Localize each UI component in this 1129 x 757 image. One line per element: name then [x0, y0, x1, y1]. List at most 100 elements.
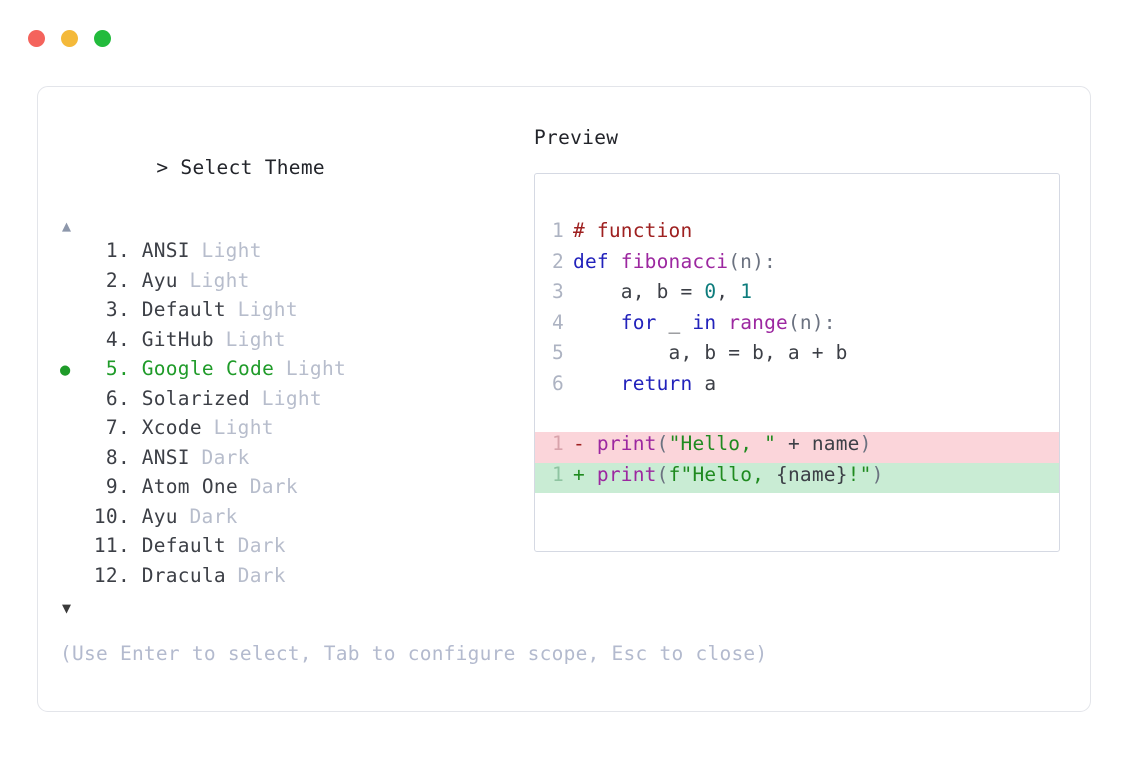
- code-line: 1 # function: [535, 219, 1059, 250]
- theme-variant: Dark: [237, 563, 286, 587]
- code-token: (n):: [787, 310, 836, 334]
- theme-variant: Light: [189, 268, 250, 292]
- code-token: ): [871, 462, 884, 486]
- prompt-title: Select Theme: [180, 156, 325, 179]
- diff-line-add: 1+ print(f"Hello, {name}!"): [535, 462, 1059, 493]
- code-token: # function: [573, 219, 693, 242]
- code-token: a: [692, 371, 717, 395]
- code-line-text: def fibonacci(n):: [573, 250, 1059, 273]
- preview-label: Preview: [534, 126, 619, 149]
- theme-name: Google Code: [141, 357, 275, 380]
- code-token: return: [620, 371, 693, 395]
- theme-index: 11.: [93, 534, 130, 557]
- line-number: 1: [552, 219, 564, 242]
- theme-name: Dracula: [141, 563, 226, 587]
- theme-index: 4.: [105, 327, 130, 351]
- theme-variant: Light: [225, 327, 286, 351]
- line-number: 4: [552, 310, 564, 334]
- code-token: in: [692, 310, 717, 334]
- code-token: print: [596, 432, 657, 455]
- theme-list-item[interactable]: 11. Default Dark: [60, 534, 530, 564]
- theme-index: 3.: [105, 298, 130, 321]
- close-button[interactable]: [28, 30, 45, 47]
- theme-variant: Light: [201, 239, 262, 262]
- code-token: for: [620, 310, 657, 334]
- code-token: a, b =: [573, 280, 705, 303]
- code-token: ,: [716, 280, 741, 303]
- code-token: print: [596, 462, 657, 486]
- theme-name: Xcode: [141, 416, 202, 439]
- code-token: [573, 372, 621, 395]
- code-line-text: # function: [573, 219, 1059, 242]
- window-controls: [28, 30, 111, 47]
- line-number: 1: [552, 432, 564, 455]
- theme-index: 8.: [105, 445, 130, 469]
- code-token: 1: [740, 280, 753, 303]
- theme-list-item[interactable]: ● 5. Google Code Light: [60, 357, 530, 387]
- code-token: (n):: [728, 249, 776, 273]
- theme-index: 6.: [105, 386, 130, 410]
- theme-name: Solarized: [141, 386, 251, 410]
- code-line: 5 a, b = b, a + b: [535, 341, 1059, 372]
- theme-name: ANSI: [141, 239, 190, 262]
- theme-variant: Dark: [237, 534, 286, 557]
- theme-name: GitHub: [141, 327, 214, 351]
- scroll-up-icon[interactable]: ▲: [62, 217, 72, 235]
- theme-index: 10.: [93, 504, 130, 528]
- code-line: 2 def fibonacci(n):: [535, 250, 1059, 281]
- code-token: [716, 311, 728, 334]
- theme-variant: Dark: [201, 445, 250, 469]
- code-line-text: for _ in range(n):: [573, 311, 1059, 334]
- minimize-button[interactable]: [61, 30, 78, 47]
- theme-list-item[interactable]: 7. Xcode Light: [60, 416, 530, 446]
- code-token: _: [656, 310, 693, 334]
- diff-marker: +: [573, 462, 585, 486]
- maximize-button[interactable]: [94, 30, 111, 47]
- code-line-text: return a: [573, 372, 1059, 395]
- theme-index: 7.: [105, 416, 130, 439]
- code-token: {name}: [776, 462, 848, 486]
- theme-list-item[interactable]: 4. GitHub Light: [60, 328, 530, 358]
- code-token: + name: [776, 432, 860, 455]
- code-token: a, b = b, a + b: [573, 341, 848, 364]
- theme-name: ANSI: [141, 445, 190, 469]
- diff-line-text: - print("Hello, " + name): [573, 432, 1059, 455]
- code-line: 3 a, b = 0, 1: [535, 280, 1059, 311]
- line-number: 5: [552, 341, 564, 364]
- theme-name: Default: [141, 534, 226, 557]
- theme-list-item[interactable]: 8. ANSI Dark: [60, 446, 530, 476]
- code-token: (: [656, 462, 669, 486]
- theme-variant: Light: [237, 298, 298, 321]
- line-number: 2: [552, 249, 564, 273]
- page-title: > Select Theme: [60, 123, 530, 213]
- theme-variant: Light: [285, 357, 347, 380]
- code-token: 0: [704, 280, 717, 303]
- code-token: def: [573, 249, 621, 273]
- code-token: range: [728, 310, 788, 334]
- code-line-text: a, b = 0, 1: [573, 280, 1059, 303]
- code-token: [573, 311, 621, 334]
- scroll-down-icon[interactable]: ▼: [62, 599, 72, 617]
- diff-gap: [585, 432, 597, 455]
- theme-index: 5.: [105, 357, 130, 380]
- theme-variant: Light: [213, 416, 274, 439]
- code-token: (: [656, 432, 669, 455]
- code-token: fibonacci: [620, 249, 729, 273]
- code-token: f"Hello,: [668, 462, 777, 486]
- selected-bullet-icon: ●: [60, 360, 71, 380]
- code-token: "Hello, ": [668, 432, 777, 455]
- code-token: ): [859, 432, 872, 455]
- theme-name: Ayu: [141, 268, 178, 292]
